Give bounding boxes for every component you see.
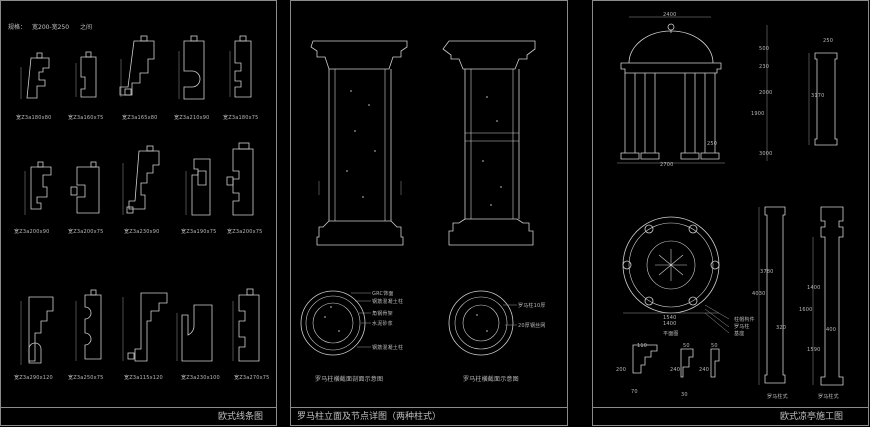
- profile-15: [232, 288, 260, 362]
- profile-11: [20, 296, 54, 365]
- profile-code-8: 宽Z3a230x90: [124, 229, 160, 235]
- column-elevation-tall: [758, 206, 786, 385]
- small-dim-8: 50: [711, 343, 718, 349]
- small-dim-4: 240: [670, 367, 681, 373]
- profile-code-6: 宽Z3a200x90: [14, 229, 50, 235]
- profile-2: [75, 51, 97, 98]
- dim-bottom-9: 1590: [807, 347, 821, 353]
- dim-bottom-2: 1400: [663, 321, 677, 327]
- profile-13: [122, 292, 168, 362]
- small-dim-7: 240: [699, 367, 710, 373]
- dim-top-2: 250: [823, 38, 834, 44]
- right-title-bar: 欧式凉亭施工图: [593, 407, 868, 425]
- dim-bottom-5: 3780: [760, 269, 774, 275]
- dim-top-10: 2700: [660, 162, 674, 168]
- section-note-1: GRC饰面: [372, 291, 394, 297]
- profile-4: [178, 35, 205, 100]
- profile-code-14: 宽Z3a230x100: [181, 375, 220, 381]
- column-section-a: [300, 290, 371, 356]
- section-note-2: 钢筋混凝土柱: [372, 299, 404, 305]
- small-dim-1: 110: [637, 343, 648, 349]
- dim-bottom-6: 1600: [799, 307, 813, 313]
- profile-code-11: 宽Z3a290x120: [14, 375, 53, 381]
- profile-8: [122, 145, 160, 215]
- pavilion-plan: [622, 216, 730, 334]
- section-note-7: 20厚钢丝网: [518, 323, 546, 329]
- section-note-6: 罗马柱10厚: [518, 303, 546, 309]
- plan-label: 平面图: [663, 331, 679, 337]
- dim-bottom-8: 400: [826, 327, 837, 333]
- dim-bottom-7: 1400: [807, 285, 821, 291]
- left-title-bar: 欧式线条图: [1, 407, 276, 425]
- section-note-3: 角钢骨架: [372, 311, 393, 317]
- pavilion-drawings: [617, 16, 844, 386]
- small-dim-2: 200: [616, 367, 627, 373]
- profile-9: [185, 158, 211, 216]
- profile-10: [226, 142, 254, 216]
- right-title: 欧式凉亭施工图: [780, 412, 844, 422]
- small-details: [632, 344, 720, 378]
- profile-drawings: [20, 35, 260, 365]
- column-section-b: [448, 290, 517, 356]
- profile-12: [75, 289, 102, 361]
- dim-top-8: 3000: [759, 151, 773, 157]
- dim-top-4: 230: [759, 64, 770, 70]
- small-dim-5: 50: [683, 343, 690, 349]
- profile-7: [70, 161, 100, 214]
- left-panel: 规格： 宽200-宽250 之间: [0, 0, 277, 426]
- plan-note-1: 柱帽构件: [734, 317, 755, 323]
- profile-3: [119, 35, 155, 97]
- dim-top-9: 250: [707, 141, 718, 147]
- profile-code-10: 宽Z3a200x75: [227, 229, 263, 235]
- section-caption-right: 罗马柱横截面示意图: [463, 376, 519, 383]
- profile-6: [24, 161, 52, 215]
- dim-top-7: 3170: [811, 93, 825, 99]
- middle-title-bar: 罗马柱立面及节点详图（两种柱式）: [291, 407, 567, 425]
- small-dim-6: 30: [681, 392, 688, 398]
- column-elevation-b: [442, 40, 536, 246]
- dim-bottom-3: 320: [776, 325, 787, 331]
- spec-range: 宽200-宽250: [32, 24, 70, 31]
- profile-code-15: 宽Z3a270x75: [234, 375, 270, 381]
- section-caption-left: 罗马柱横截面剖面示意图: [315, 376, 384, 383]
- dim-bottom-4: 4030: [752, 291, 766, 297]
- profile-code-7: 宽Z3a200x75: [68, 229, 104, 235]
- elev-label-2: 罗马柱式: [818, 394, 839, 400]
- dim-top-5: 1900: [751, 111, 765, 117]
- profile-code-12: 宽Z3a250x75: [68, 375, 104, 381]
- profile-code-13: 宽Z3a115x120: [124, 375, 163, 381]
- dim-top-3: 500: [759, 46, 770, 52]
- profile-code-4: 宽Z3a210x90: [174, 115, 210, 121]
- column-elevation-a: [310, 40, 408, 246]
- spec-label: 规格：: [8, 24, 27, 31]
- profile-code-1: 宽Z3a180x80: [16, 115, 52, 121]
- column-texture: [324, 90, 502, 332]
- elev-label-1: 罗马柱式: [767, 394, 788, 400]
- plan-note-2: 罗马柱: [734, 324, 750, 330]
- dim-top-1: 2400: [663, 12, 677, 18]
- small-dim-3: 70: [631, 389, 638, 395]
- dim-top-6: 2000: [759, 90, 773, 96]
- column-drawings: [300, 40, 536, 356]
- right-panel: 2400 250 500 230 1900 2000 3170 3000 250…: [592, 0, 869, 426]
- section-note-4: 水泥砂浆: [372, 321, 393, 327]
- dim-bottom-1: 1540: [663, 315, 677, 321]
- middle-title: 罗马柱立面及节点详图（两种柱式）: [297, 412, 442, 422]
- column-side-elevation-top: [808, 52, 838, 146]
- profile-code-3: 宽Z3a165x80: [122, 115, 158, 121]
- profile-5: [229, 35, 252, 98]
- left-title: 欧式线条图: [218, 412, 264, 422]
- section-note-5: 钢筋混凝土柱: [372, 345, 404, 351]
- profile-code-2: 宽Z3a160x75: [68, 115, 104, 121]
- middle-panel: GRC饰面 钢筋混凝土柱 角钢骨架 水泥砂浆 钢筋混凝土柱 罗马柱10厚 20厚…: [290, 0, 568, 426]
- profile-code-9: 宽Z3a190x75: [181, 229, 217, 235]
- profile-14: [176, 304, 213, 362]
- column-elevation-tall-b: [812, 206, 844, 386]
- profile-1: [20, 52, 50, 99]
- profile-code-5: 宽Z3a180x75: [223, 115, 259, 121]
- spec-between: 之间: [80, 24, 93, 31]
- pavilion-elevation: [617, 16, 768, 164]
- plan-note-3: 基座: [734, 331, 745, 337]
